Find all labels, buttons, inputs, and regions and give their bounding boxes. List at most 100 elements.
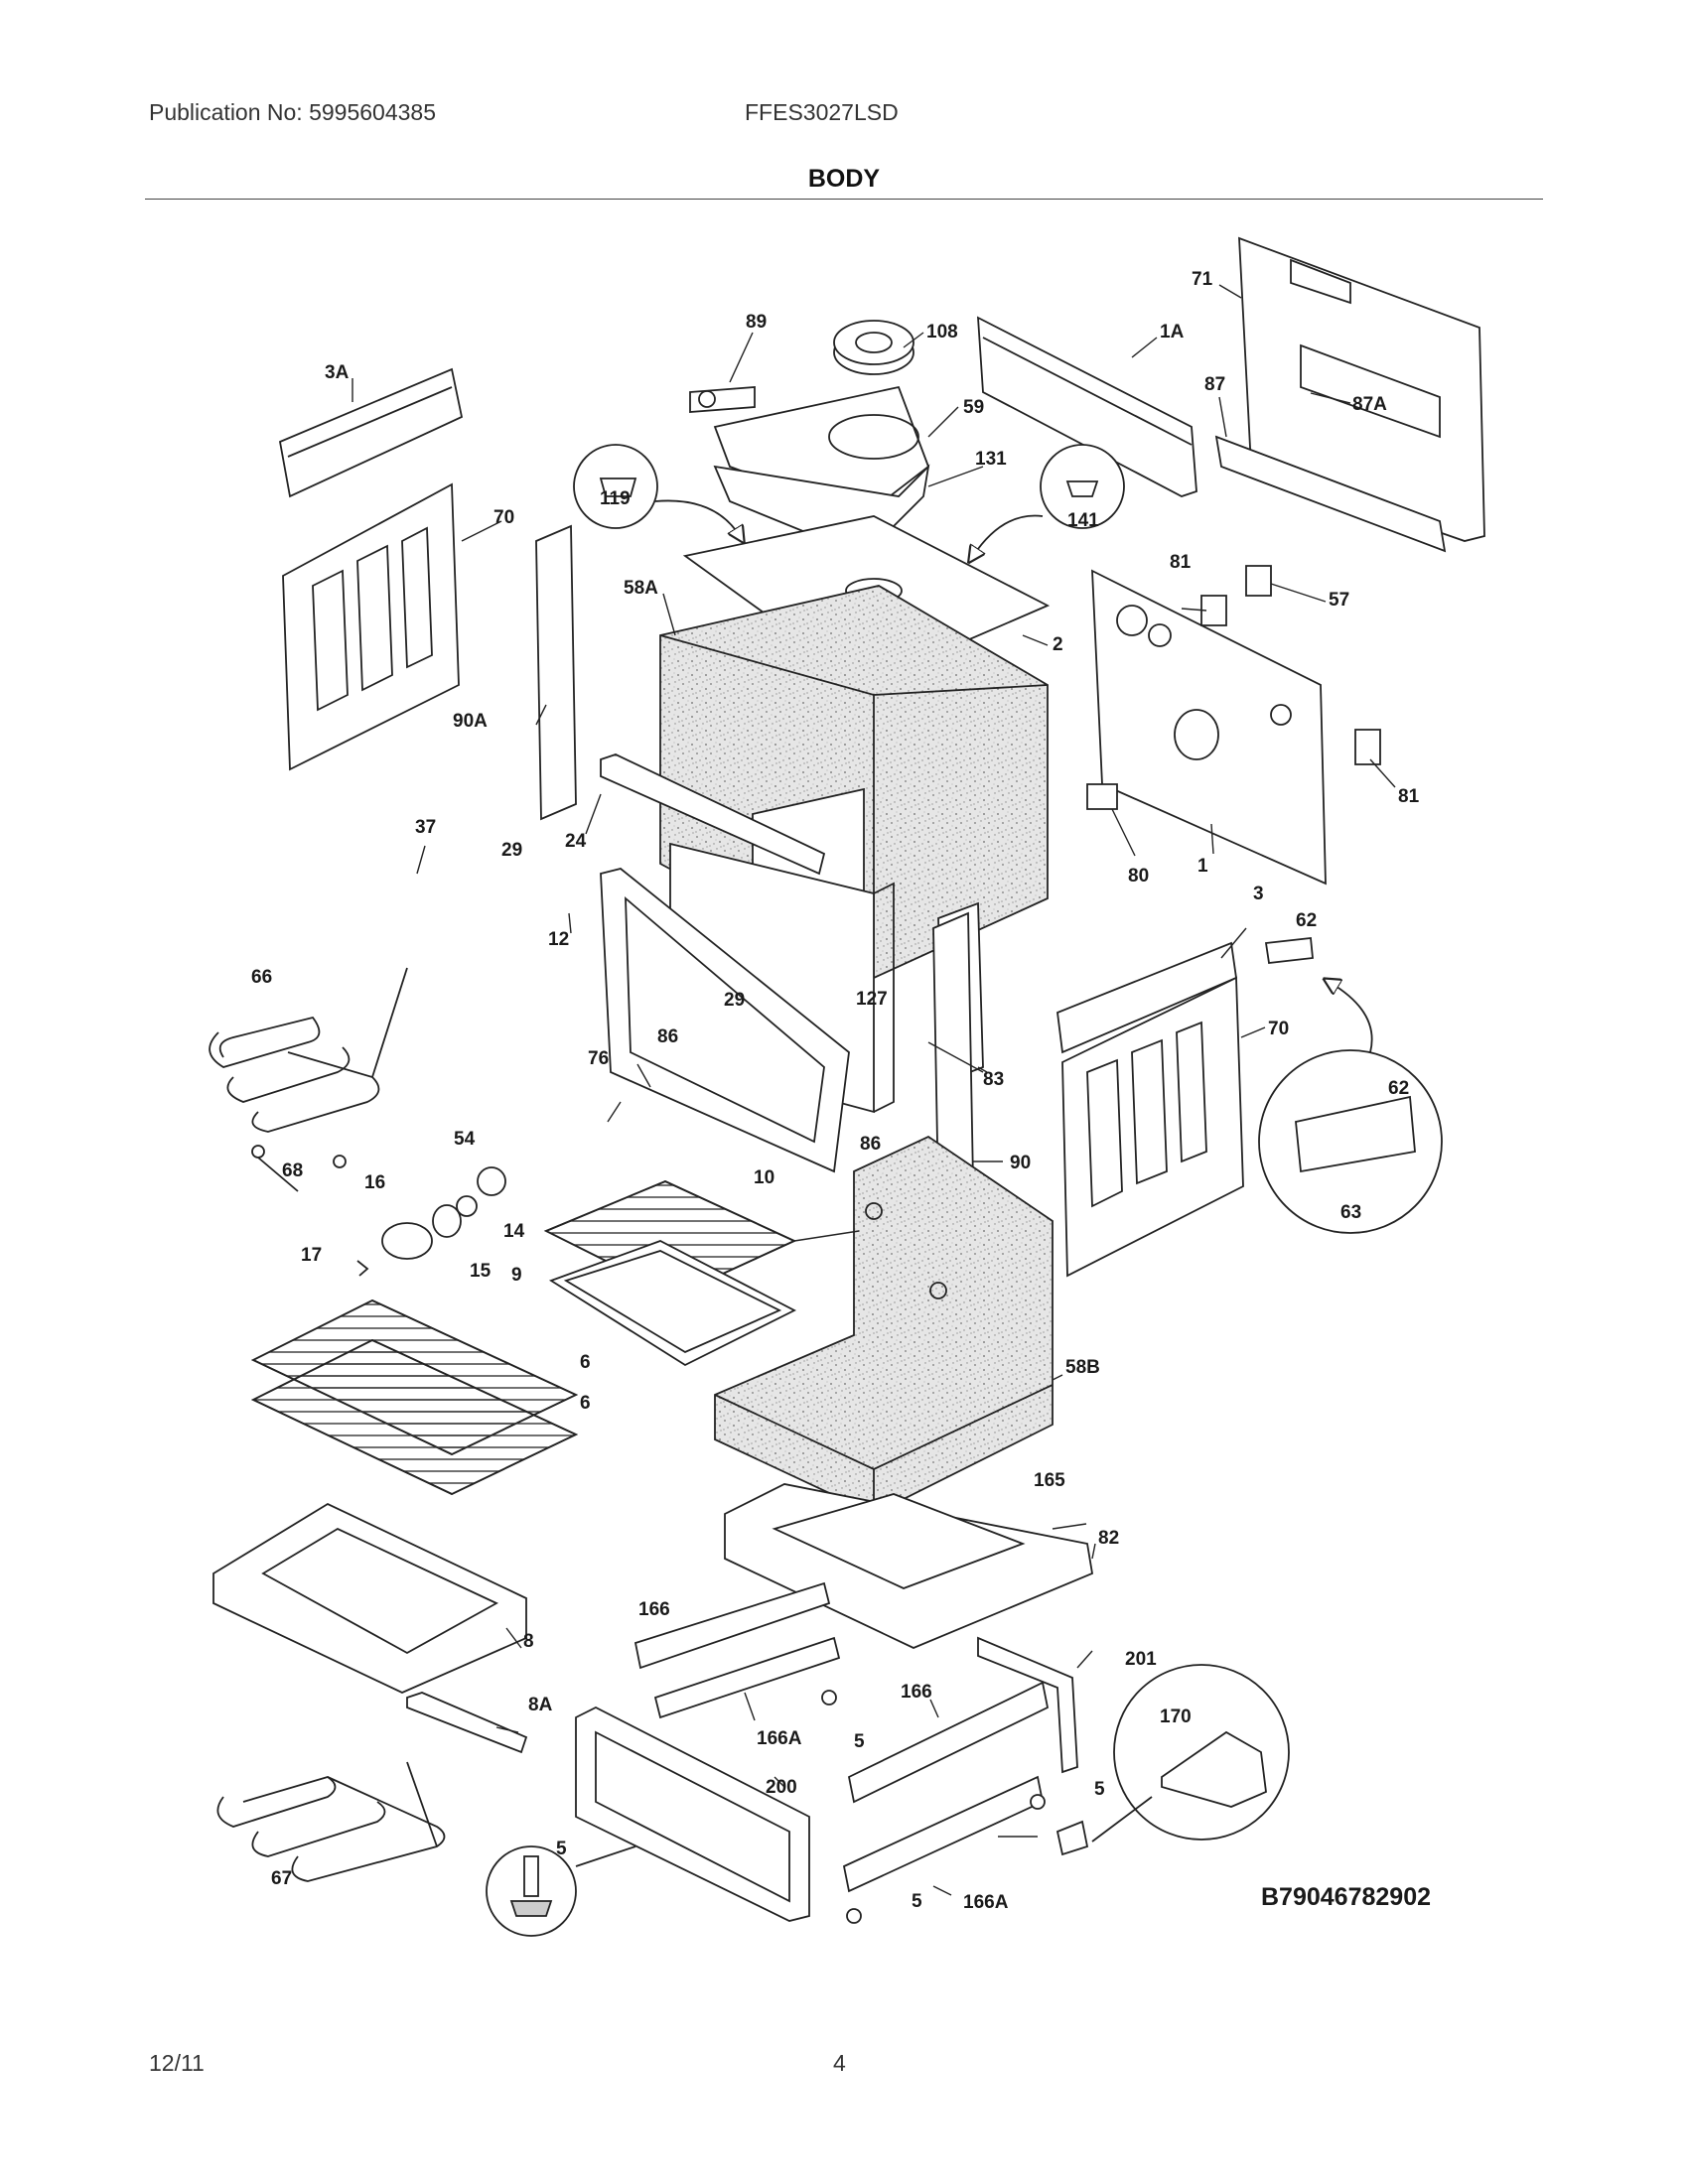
clip-81-lower	[1354, 729, 1381, 765]
socket-14	[456, 1195, 478, 1217]
thermostat-141-detail	[973, 444, 1125, 556]
screw-68	[251, 1145, 347, 1192]
callout-131: 131	[975, 449, 1007, 470]
thermostat-119-detail	[573, 444, 740, 536]
callout-87: 87	[1204, 374, 1225, 395]
strip-90a	[535, 524, 577, 821]
callout-57: 57	[1329, 590, 1349, 611]
callout-81-upper: 81	[1170, 552, 1192, 573]
callout-15: 15	[470, 1261, 492, 1282]
bake-element-67	[216, 1761, 446, 1882]
lamp-housing-16	[381, 1222, 433, 1260]
slide-166-left	[633, 1581, 831, 1670]
drawer-front-200	[575, 1706, 810, 1922]
footer-date: 12/11	[149, 2050, 205, 2076]
bulb-15	[432, 1204, 462, 1238]
broil-element-66	[209, 967, 408, 1133]
callout-3a: 3A	[325, 362, 350, 383]
callout-67: 67	[271, 1868, 292, 1889]
leveler-5-a	[821, 1690, 837, 1706]
section-title: BODY	[807, 165, 881, 193]
callout-90: 90	[1010, 1153, 1031, 1173]
callout-54: 54	[454, 1129, 476, 1150]
rear-panel-71	[1238, 236, 1485, 542]
page-number: 4	[833, 2050, 846, 2076]
terminal-62-detail	[1258, 983, 1443, 1234]
callout-29-upper: 29	[501, 840, 522, 861]
door-glass-8	[212, 1502, 527, 1694]
callout-58b: 58B	[1065, 1357, 1100, 1378]
callout-82: 82	[1098, 1528, 1119, 1549]
callout-87a: 87A	[1352, 394, 1387, 415]
leveler-5-b	[1030, 1794, 1046, 1810]
callout-90a: 90A	[453, 711, 488, 732]
clip-80	[1086, 783, 1118, 810]
callout-5-a: 5	[854, 1731, 865, 1752]
front-bracket-24	[600, 753, 826, 876]
callout-59: 59	[963, 397, 984, 418]
leveler-5-detail	[486, 1845, 636, 1937]
callout-127: 127	[856, 989, 888, 1010]
bracket-8a	[406, 1692, 528, 1754]
callout-70-lower: 70	[1268, 1019, 1289, 1039]
callout-24: 24	[565, 831, 587, 852]
socket-54	[477, 1166, 506, 1196]
rail-201	[977, 1636, 1078, 1774]
clip-81-upper	[1200, 595, 1227, 626]
callout-141: 141	[1067, 510, 1099, 531]
callout-170: 170	[1160, 1706, 1192, 1727]
insulation-58b	[714, 1135, 1054, 1515]
clip-57	[1245, 565, 1272, 597]
callout-68: 68	[282, 1160, 303, 1181]
callout-6-lower: 6	[580, 1393, 591, 1414]
callout-119: 119	[600, 488, 631, 509]
terminal-block-62	[1264, 937, 1314, 964]
callout-5-leveler: 5	[556, 1839, 567, 1859]
callout-6-upper: 6	[580, 1352, 591, 1373]
slide-166-right	[847, 1681, 1050, 1804]
callout-labels: 71 1A 87 87A 3A 89 108 59 131 119 141 70…	[251, 269, 1420, 1913]
header-rule	[145, 199, 1543, 200]
callout-108: 108	[926, 322, 958, 342]
callout-1a: 1A	[1160, 322, 1185, 342]
callout-166a-left: 166A	[757, 1728, 802, 1749]
slide-166a-left	[653, 1636, 841, 1719]
callout-3: 3	[1253, 884, 1264, 904]
broiler-pan-9	[548, 1240, 796, 1367]
callout-8: 8	[523, 1631, 534, 1652]
callout-62-detail: 62	[1388, 1078, 1409, 1099]
callout-166-left: 166	[638, 1599, 670, 1620]
callout-8a: 8A	[528, 1695, 553, 1715]
callout-71: 71	[1192, 269, 1213, 290]
callout-76: 76	[588, 1048, 609, 1069]
bracket-170-detail	[1091, 1664, 1290, 1843]
bracket-87	[1214, 435, 1447, 553]
fan-108	[833, 320, 914, 375]
pad-165	[772, 1493, 1026, 1589]
callout-5-c: 5	[912, 1891, 922, 1912]
callout-14: 14	[503, 1221, 525, 1242]
front-frame-76	[600, 868, 850, 1173]
callout-70-upper: 70	[493, 507, 514, 528]
callout-1: 1	[1197, 856, 1208, 877]
callout-58a: 58A	[624, 578, 658, 599]
callout-166-right: 166	[901, 1682, 932, 1703]
callout-66: 66	[251, 967, 272, 988]
callout-10: 10	[754, 1167, 774, 1188]
callout-83: 83	[983, 1069, 1004, 1090]
callout-12: 12	[548, 929, 569, 950]
bracket-3a	[278, 367, 464, 498]
switch-89	[689, 386, 756, 413]
callout-37: 37	[415, 817, 436, 838]
callout-86-lower: 86	[860, 1134, 881, 1155]
vent-59	[713, 385, 930, 518]
callout-201: 201	[1125, 1649, 1157, 1670]
callout-2: 2	[1053, 634, 1063, 655]
callout-9: 9	[511, 1265, 522, 1286]
oven-rack-6-lower	[250, 1339, 579, 1495]
callout-62-upper: 62	[1296, 910, 1317, 931]
callout-16: 16	[364, 1172, 385, 1193]
callout-63: 63	[1340, 1202, 1361, 1223]
publication-number: Publication No: 5995604385	[149, 99, 437, 125]
